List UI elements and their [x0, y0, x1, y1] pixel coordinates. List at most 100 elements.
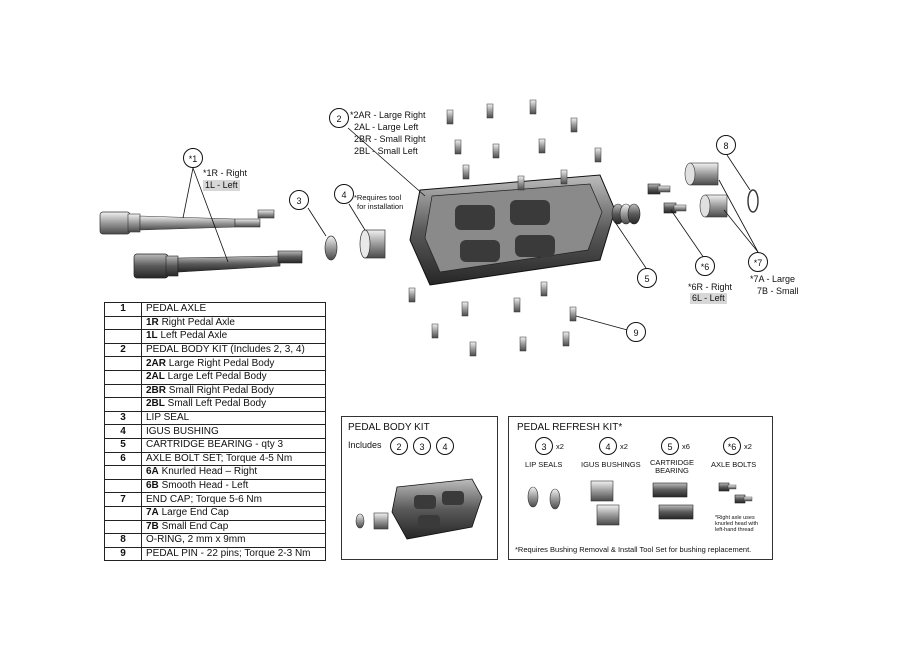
part-code: 6A	[146, 466, 159, 478]
part-number	[104, 478, 142, 494]
part-text: Large Right Pedal Body	[166, 357, 275, 369]
part-description: 2BL Small Left Pedal Body	[141, 397, 326, 412]
refresh-item-5-badge: 5	[661, 437, 679, 455]
part-code: 1L	[146, 330, 158, 342]
refresh-item-5-label: CARTRIDGE BEARING	[649, 458, 695, 475]
part-description: IGUS BUSHING	[141, 424, 326, 439]
callout-4: 4	[334, 184, 354, 204]
bolt-note-3: left-hand thread	[715, 527, 754, 533]
bolt-label-right: *6R - Right	[688, 282, 733, 292]
part-description: 6A Knurled Head – Right	[141, 465, 326, 480]
part-number: 1	[104, 302, 142, 317]
part-description: 1L Left Pedal Axle	[141, 329, 326, 344]
refresh-item-4-label: IGUS BUSHINGS	[581, 460, 641, 469]
part-code: 2AR	[146, 357, 167, 369]
axle-right	[99, 209, 275, 235]
part-number: 5	[104, 437, 142, 453]
part-description: 1R Right Pedal Axle	[141, 315, 326, 331]
part-description: PEDAL PIN - 22 pins; Torque 2-3 Nm	[141, 546, 326, 562]
igus-bushing	[359, 229, 386, 259]
part-code: 7B	[146, 520, 159, 532]
table-row: 2BL Small Left Pedal Body	[104, 397, 326, 412]
callout-7: *7	[748, 252, 768, 272]
part-text: Right Pedal Axle	[158, 316, 235, 328]
refresh-item-5-qty: x6	[682, 442, 690, 451]
part-code: 7A	[146, 507, 159, 519]
tool-note-2: for installation	[357, 202, 404, 211]
part-description: 2BR Small Right Pedal Body	[141, 383, 326, 399]
table-row: 7B Small End Cap	[104, 519, 326, 535]
body-kit-item-4: 4	[436, 437, 454, 455]
axle-label-right: *1R - Right	[203, 168, 248, 178]
axle-label-left: 1L - Left	[203, 180, 240, 191]
part-text: Smooth Head - Left	[158, 480, 249, 492]
part-text: O-RING, 2 mm x 9mm	[146, 534, 246, 546]
axle-left	[133, 250, 303, 279]
body-label-2al: 2AL - Large Left	[354, 122, 419, 132]
table-row: 6A Knurled Head – Right	[104, 465, 326, 480]
bolt-note-2: knurled head with	[715, 521, 759, 527]
part-text: Knurled Head – Right	[158, 466, 258, 478]
pedal-refresh-kit-box: PEDAL REFRESH KIT* 3 x2 LIP SEALS 4 x2 I…	[508, 416, 773, 560]
cap-label-large: *7A - Large	[750, 274, 796, 284]
part-description: PEDAL BODY KIT (Includes 2, 3, 4)	[141, 342, 326, 358]
part-code: 6B	[146, 480, 159, 492]
body-label-2bl: 2BL - Small Left	[354, 146, 418, 156]
body-label-2ar: *2AR - Large Right	[350, 110, 426, 120]
includes-label: Includes	[348, 440, 382, 450]
part-text: Large End Cap	[158, 507, 229, 519]
part-number	[104, 369, 142, 385]
tool-note-1: *Requires tool	[354, 193, 402, 202]
body-label-2br: 2BR - Small Right	[354, 134, 426, 144]
part-description: LIP SEAL	[141, 410, 326, 426]
part-number: 2	[104, 342, 142, 358]
part-description: 7A Large End Cap	[141, 505, 326, 521]
part-number: 8	[104, 533, 142, 548]
bolt-label-left: 6L - Left	[690, 293, 727, 304]
body-kit-item-3: 3	[413, 437, 431, 455]
part-text: Left Pedal Axle	[157, 330, 228, 342]
callout-3: 3	[289, 190, 309, 210]
table-row: 7A Large End Cap	[104, 505, 326, 521]
callout-2: 2	[329, 108, 349, 128]
refresh-item-3-qty: x2	[556, 442, 564, 451]
table-row: 9 PEDAL PIN - 22 pins; Torque 2-3 Nm	[104, 546, 326, 562]
o-ring	[747, 189, 759, 213]
bolt-note-1: *Right axle uses	[715, 515, 755, 521]
part-description: 7B Small End Cap	[141, 519, 326, 535]
part-text: Small Left Pedal Body	[164, 398, 267, 410]
table-row: 8 O-RING, 2 mm x 9mm	[104, 533, 326, 548]
cap-label-small: 7B - Small	[757, 286, 799, 296]
body-kit-item-2: 2	[390, 437, 408, 455]
refresh-item-6-badge: *6	[723, 437, 741, 455]
part-number	[104, 356, 142, 371]
part-code: 2AL	[146, 371, 165, 383]
callout-9: 9	[626, 322, 646, 342]
table-row: 6B Smooth Head - Left	[104, 478, 326, 494]
part-code: 2BL	[146, 398, 165, 410]
pedal-body-kit-title: PEDAL BODY KIT	[348, 422, 430, 433]
body-kit-illustration	[355, 478, 483, 540]
part-text: CARTRIDGE BEARING - qty 3	[146, 439, 284, 451]
part-text: Small Right Pedal Body	[166, 384, 274, 396]
part-text: END CAP; Torque 5-6 Nm	[146, 493, 262, 505]
part-number: 6	[104, 451, 142, 467]
part-number	[104, 519, 142, 535]
axle-bolts	[647, 183, 687, 214]
part-number: 3	[104, 410, 142, 426]
part-number	[104, 383, 142, 399]
refresh-footnote: *Requires Bushing Removal & Install Tool…	[515, 545, 752, 554]
part-number	[104, 315, 142, 331]
refresh-kit-illustration	[527, 480, 753, 526]
pedal-body-kit-box: PEDAL BODY KIT Includes 2 3 4	[341, 416, 498, 560]
refresh-item-3-label: LIP SEALS	[525, 460, 563, 469]
part-description: END CAP; Torque 5-6 Nm	[141, 492, 326, 507]
part-text: PEDAL PIN - 22 pins; Torque 2-3 Nm	[146, 547, 311, 559]
part-number: 9	[104, 546, 142, 562]
